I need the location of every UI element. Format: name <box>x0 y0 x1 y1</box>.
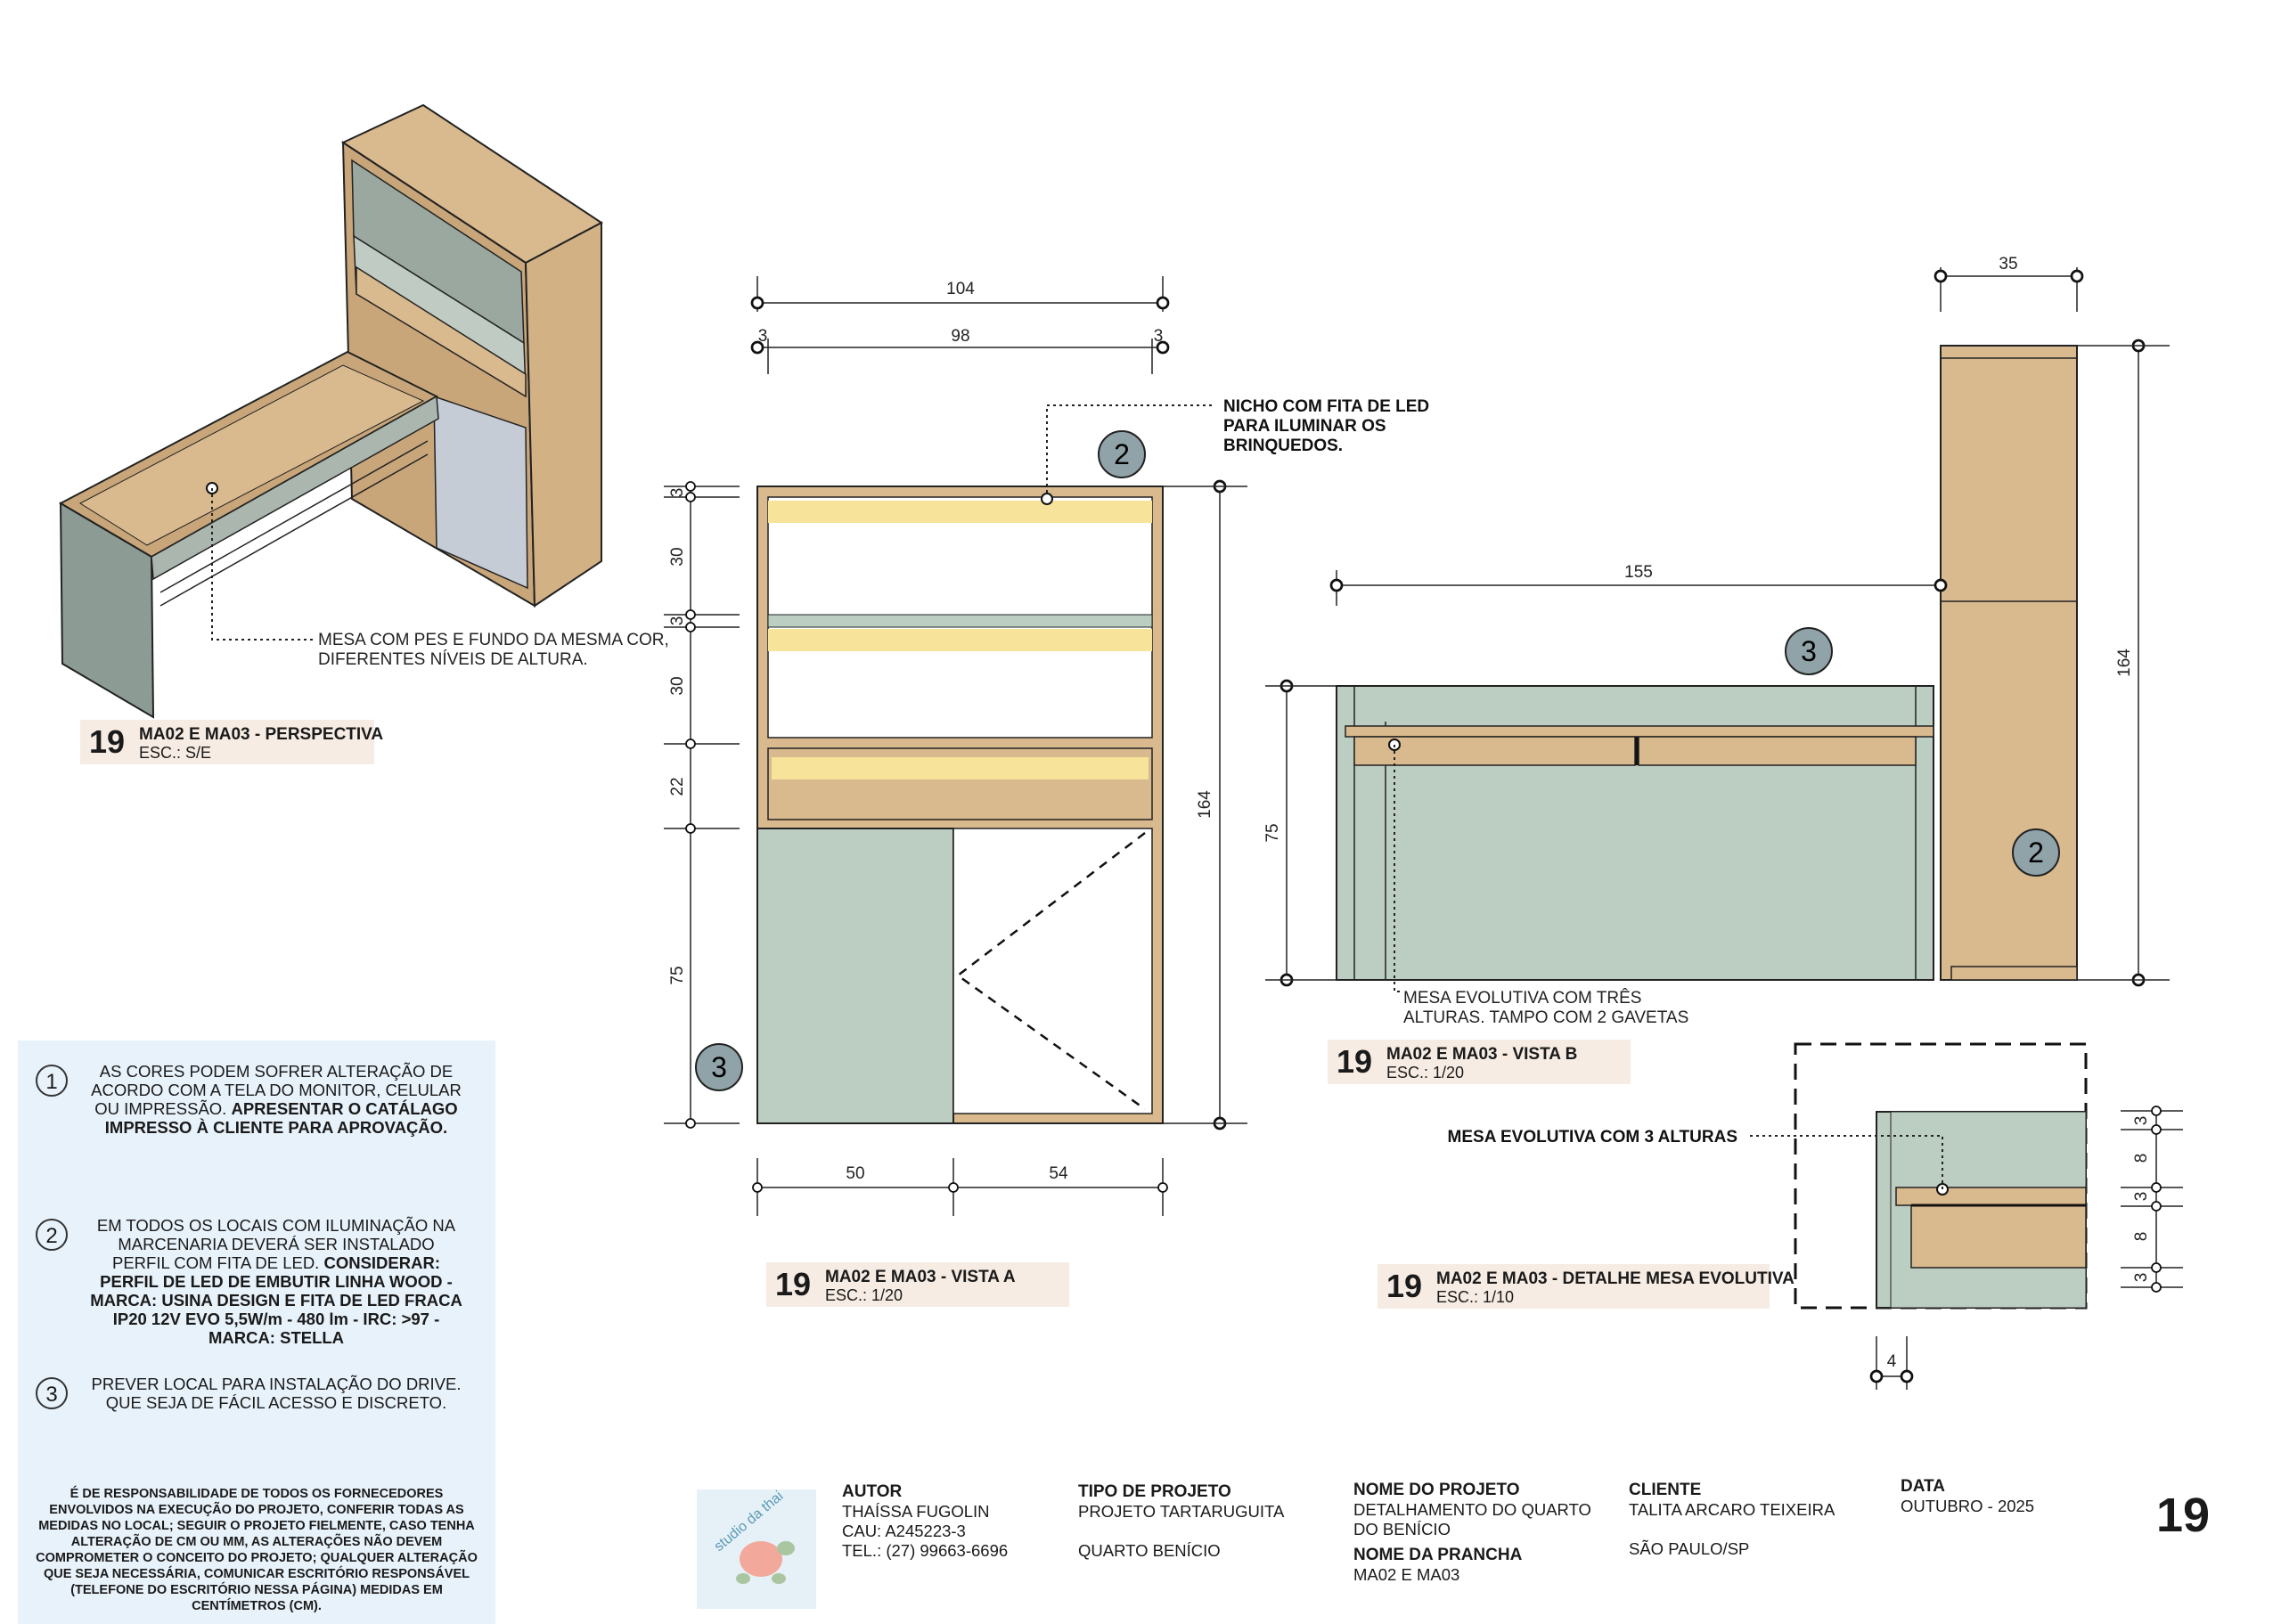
note-number-3: 3 <box>36 1377 68 1409</box>
note-number-2: 2 <box>36 1219 68 1251</box>
vista-b-dim-155: 155 <box>1624 563 1653 582</box>
autor-name: THAÍSSA FUGOLIN <box>842 1502 990 1521</box>
detalhe-tag: 19 MA02 E MA03 - DETALHE MESA EVOLUTIVA … <box>1378 1264 1795 1309</box>
nome-projeto-line1: DETALHAMENTO DO QUARTO <box>1353 1500 1591 1519</box>
nome-projeto-line2: DO BENÍCIO <box>1353 1520 1451 1538</box>
detalhe-dim-3c: 3 <box>2132 1273 2151 1283</box>
tipo-line3: QUARTO BENÍCIO <box>1078 1541 1221 1560</box>
note-text-2-plain: EM TODOS OS LOCAIS COM ILUMINAÇÃO NA MAR… <box>96 1216 456 1272</box>
vista-a-dim-h75: 75 <box>668 966 687 984</box>
vista-a-dim-104: 104 <box>946 280 975 298</box>
perspective-tag: 19 MA02 E MA03 - PERSPECTIVA ESC.: S/E <box>80 720 383 764</box>
vista-b-dim-35: 35 <box>1999 255 2017 273</box>
turtle-logo-icon: studio da thai <box>712 1489 795 1584</box>
note-text-2: EM TODOS OS LOCAIS COM ILUMINAÇÃO NA MAR… <box>89 1216 463 1347</box>
data-label: DATA <box>1901 1477 1945 1496</box>
detalhe-note: MESA EVOLUTIVA COM 3 ALTURAS <box>1448 1128 1737 1147</box>
vista-b-tag: 19 MA02 E MA03 - VISTA B ESC.: 1/20 <box>1328 1040 1631 1084</box>
prancha-value: MA02 E MA03 <box>1353 1565 1460 1584</box>
note-text-1: AS CORES PODEM SOFRER ALTERAÇÃO DE ACORD… <box>89 1062 463 1137</box>
perspective-note-line1: MESA COM PES E FUNDO DA MESMA COR, <box>318 631 669 649</box>
sheet-number: 19 <box>2156 1489 2211 1542</box>
tipo-label: TIPO DE PROJETO <box>1078 1482 1231 1501</box>
cliente-city: SÃO PAULO/SP <box>1629 1539 1750 1558</box>
vista-b-dim-164: 164 <box>2115 649 2134 677</box>
vista-a-dim-h30b: 30 <box>668 676 687 695</box>
detalhe-dim-8b: 8 <box>2132 1232 2151 1242</box>
vista-a-tag-title: MA02 E MA03 - VISTA A <box>825 1268 1016 1286</box>
note-number-1: 1 <box>36 1065 68 1097</box>
perspective-tag-number: 19 <box>89 723 126 760</box>
note-text-1-bold: APRESENTAR O CATÁLAGO IMPRESSO À CLIENTE… <box>104 1099 458 1137</box>
vista-a-drawing: 104 98 3 3 NICHO COM FITA DE LED PARA IL… <box>664 276 1429 1216</box>
note-text-2-bold: CONSIDERAR: PERFIL DE LED DE EMBUTIR LIN… <box>90 1253 462 1347</box>
note-text-3: PREVER LOCAL PARA INSTALAÇÃO DO DRIVE. Q… <box>89 1375 463 1412</box>
note-text-1-plain: AS CORES PODEM SOFRER ALTERAÇÃO DE ACORD… <box>91 1062 462 1118</box>
vista-a-dim-54: 54 <box>1049 1164 1068 1183</box>
vista-b-note-line1: MESA EVOLUTIVA COM TRÊS <box>1403 988 1641 1008</box>
perspective-tag-title: MA02 E MA03 - PERSPECTIVA <box>139 725 384 744</box>
vista-a-dim-3-left: 3 <box>758 327 768 346</box>
perspective-note-line2: DIFERENTES NÍVEIS DE ALTURA. <box>318 650 588 669</box>
vista-a-led-note-line1: NICHO COM FITA DE LED <box>1223 397 1429 416</box>
vista-b-drawing: 2 MESA EVOLUTIVA COM TRÊS ALTURAS. TAMPO… <box>1263 255 2170 1027</box>
vista-b-tag-number: 19 <box>1337 1043 1373 1080</box>
vista-a-tag: 19 MA02 E MA03 - VISTA A ESC.: 1/20 <box>766 1262 1069 1307</box>
vista-a-dim-h3b: 3 <box>668 616 687 626</box>
vista-a-tag-scale: ESC.: 1/20 <box>825 1286 903 1304</box>
vista-a-dim-98: 98 <box>951 327 969 346</box>
cliente-name: TALITA ARCARO TEIXEIRA <box>1629 1500 1835 1519</box>
detalhe-tag-scale: ESC.: 1/10 <box>1436 1288 1515 1306</box>
detalhe-tag-title: MA02 E MA03 - DETALHE MESA EVOLUTIVA <box>1436 1269 1795 1288</box>
notes-panel: 1 AS CORES PODEM SOFRER ALTERAÇÃO DE ACO… <box>18 1041 495 1624</box>
vista-b-callout-2: 2 <box>2028 836 2044 869</box>
vista-b-dim-75: 75 <box>1263 823 1282 842</box>
data-value: OUTUBRO - 2025 <box>1901 1497 2035 1515</box>
perspective-drawing: MESA COM PES E FUNDO DA MESMA COR, DIFER… <box>58 103 669 719</box>
vista-a-led-note-line3: BRINQUEDOS. <box>1223 437 1343 455</box>
vista-a-tag-number: 19 <box>775 1266 812 1302</box>
vista-a-dim-h22: 22 <box>668 777 687 796</box>
tipo-line1: PROJETO TARTARUGUITA <box>1078 1502 1285 1521</box>
autor-label: AUTOR <box>842 1482 903 1501</box>
detalhe-dim-4: 4 <box>1887 1352 1897 1371</box>
note-text-3-plain: PREVER LOCAL PARA INSTALAÇÃO DO DRIVE. Q… <box>91 1375 462 1412</box>
cliente-label: CLIENTE <box>1629 1481 1702 1499</box>
detalhe-dim-3a: 3 <box>2132 1116 2151 1126</box>
vista-b-callout-3: 3 <box>1801 635 1817 667</box>
detalhe-tag-number: 19 <box>1386 1268 1423 1304</box>
studio-logo: studio da thai <box>697 1489 816 1609</box>
detalhe-dim-8a: 8 <box>2132 1154 2151 1163</box>
prancha-label: NOME DA PRANCHA <box>1353 1546 1523 1564</box>
autor-cau: CAU: A245223-3 <box>842 1522 966 1540</box>
nome-projeto-label: NOME DO PROJETO <box>1353 1481 1520 1499</box>
vista-a-dim-h30a: 30 <box>668 547 687 566</box>
vista-a-led-note-line2: PARA ILUMINAR OS <box>1223 417 1386 436</box>
vista-b-tag-title: MA02 E MA03 - VISTA B <box>1386 1045 1578 1064</box>
vista-b-tag-scale: ESC.: 1/20 <box>1386 1064 1465 1081</box>
vista-a-dim-3-right: 3 <box>1154 327 1164 346</box>
vista-b-note-line2: ALTURAS. TAMPO COM 2 GAVETAS <box>1403 1008 1688 1027</box>
autor-tel: TEL.: (27) 99663-6696 <box>842 1541 1009 1560</box>
vista-a-callout-2: 2 <box>1114 438 1130 470</box>
detalhe-drawing: MESA EVOLUTIVA COM 3 ALTURAS 3 8 3 8 3 4 <box>1448 1042 2183 1390</box>
detalhe-dim-3b: 3 <box>2132 1192 2151 1202</box>
vista-a-dim-164: 164 <box>1196 790 1214 819</box>
responsibility-note: É DE RESPONSABILIDADE DE TODOS OS FORNEC… <box>36 1487 478 1613</box>
perspective-tag-scale: ESC.: S/E <box>139 744 212 762</box>
vista-a-callout-3: 3 <box>711 1051 727 1083</box>
vista-a-dim-h3a: 3 <box>668 488 687 498</box>
vista-a-dim-50: 50 <box>846 1164 864 1183</box>
